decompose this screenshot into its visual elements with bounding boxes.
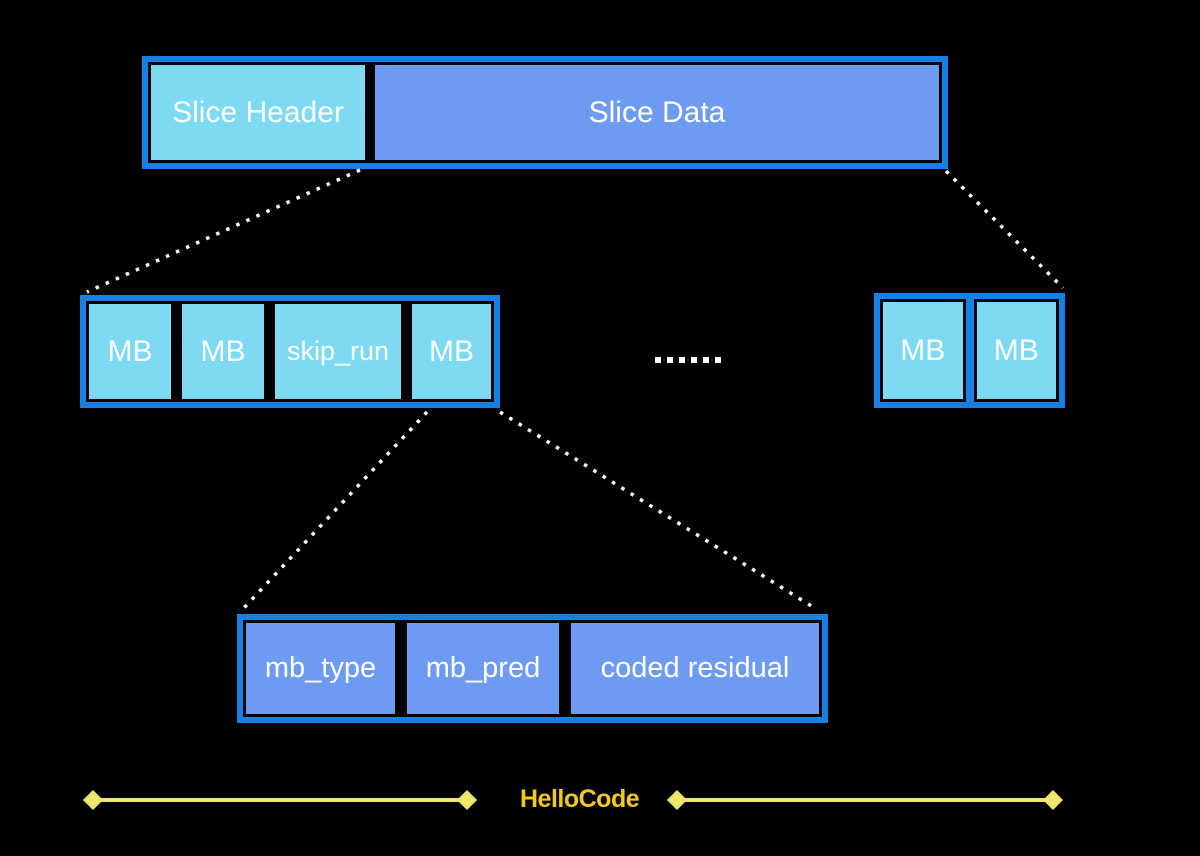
mb-pred-label: mb_pred xyxy=(425,652,541,684)
connector-mb-to-detail-right xyxy=(499,410,814,609)
coded-residual-box: coded residual xyxy=(568,620,822,717)
ellipsis-dot xyxy=(679,357,685,363)
footer-diamond-left-end xyxy=(457,790,477,810)
slice-row-frame: Slice Header Slice Data xyxy=(142,56,948,169)
ellipsis-dot xyxy=(715,357,721,363)
ellipsis-dot xyxy=(703,357,709,363)
brand-text: HelloCode xyxy=(520,785,640,813)
connector-slice-to-mb-right xyxy=(944,169,1065,290)
ellipsis-dot xyxy=(691,357,697,363)
footer-diamond-right-start xyxy=(667,790,687,810)
skip-run-label: skip_run xyxy=(286,336,390,366)
mb-type-box: mb_type xyxy=(243,620,398,717)
footer-diamond-left-start xyxy=(83,790,103,810)
mb-box-1-label: MB xyxy=(107,334,153,368)
mb-box-right-1: MB xyxy=(880,299,966,402)
mb-box-1: MB xyxy=(86,301,174,402)
skip-run-box: skip_run xyxy=(272,301,404,402)
macroblock-group-right: MB MB xyxy=(874,293,1065,408)
mb-box-right-1-label: MB xyxy=(900,333,946,367)
ellipsis-dots xyxy=(655,357,721,363)
ellipsis-dot xyxy=(667,357,673,363)
slice-header-label: Slice Header xyxy=(172,95,344,129)
mb-box-2-label: MB xyxy=(200,334,246,368)
footer-diamond-right-end xyxy=(1043,790,1063,810)
mb-box-3-label: MB xyxy=(429,334,474,368)
mb-pred-box: mb_pred xyxy=(404,620,562,717)
macroblock-detail-frame: mb_type mb_pred coded residual xyxy=(237,614,828,723)
connector-slice-to-mb-left xyxy=(86,168,361,294)
slice-header-box: Slice Header xyxy=(148,62,368,163)
slice-data-label: Slice Data xyxy=(588,95,726,129)
coded-residual-label: coded residual xyxy=(600,652,790,684)
mb-type-label: mb_type xyxy=(264,652,377,684)
ellipsis-dot xyxy=(655,357,661,363)
macroblock-group-left: MB MB skip_run MB xyxy=(80,295,500,408)
mb-box-2: MB xyxy=(179,301,267,402)
slice-data-box: Slice Data xyxy=(372,62,942,163)
mb-box-right-2-label: MB xyxy=(993,333,1039,367)
connector-mb-to-detail-left xyxy=(240,410,429,612)
mb-box-3: MB xyxy=(409,301,494,402)
mb-box-right-2: MB xyxy=(973,299,1059,402)
